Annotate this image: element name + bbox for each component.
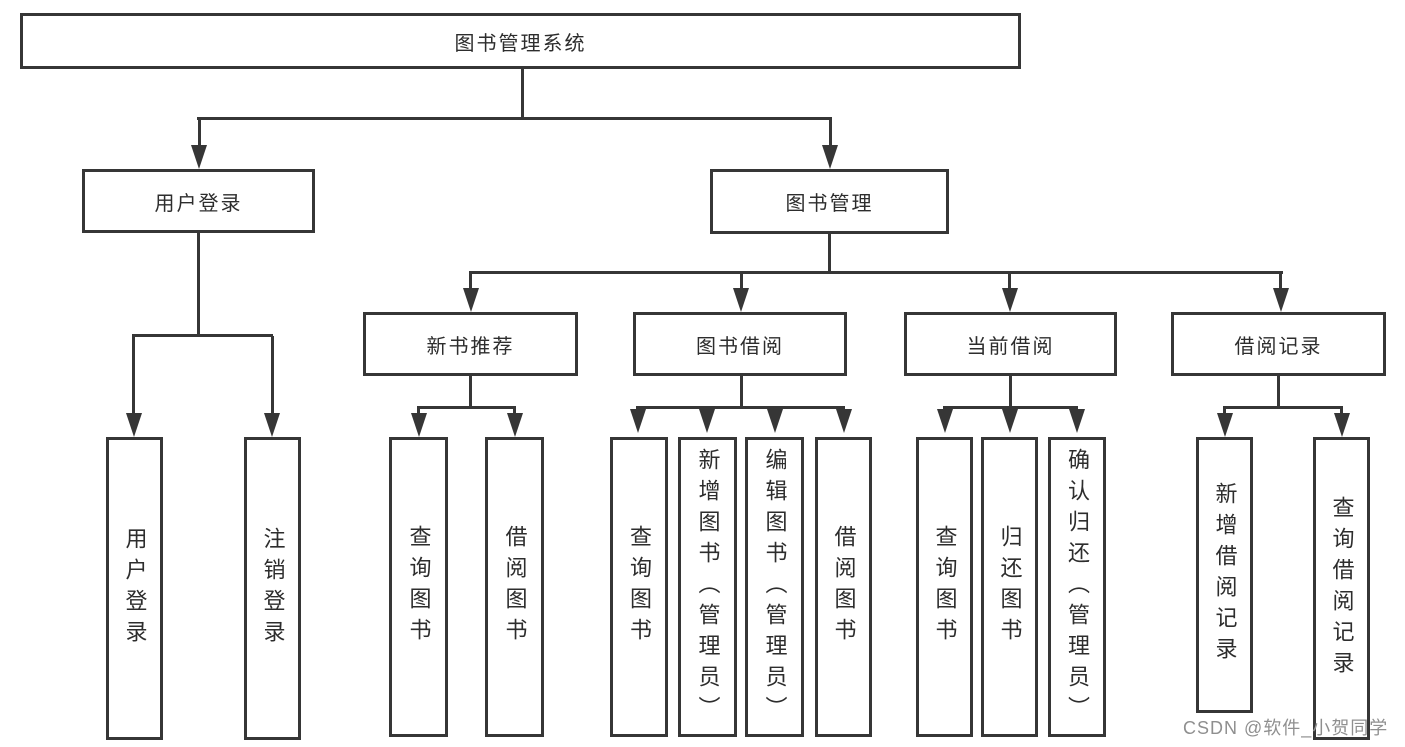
arrow-down-icon: [191, 145, 207, 169]
node-library-system: 图书管理系统: [20, 13, 1021, 69]
arrow-down-icon: [835, 409, 852, 433]
leaf-user-login: 用户登录: [106, 437, 163, 740]
leaf-query-books-current: 查询图书: [916, 437, 973, 737]
leaf-query-borrow-record: 查询借阅记录: [1313, 437, 1370, 740]
arrow-down-icon: [1272, 288, 1289, 312]
arrow-down-icon: [410, 413, 427, 437]
arrow-down-icon: [1216, 413, 1233, 437]
arrow-down-icon: [1333, 413, 1350, 437]
arrow-down-icon: [733, 288, 749, 312]
leaf-add-borrow-record: 新增借阅记录: [1196, 437, 1253, 713]
arrow-down-icon: [1001, 409, 1018, 433]
node-current-borrowing: 当前借阅: [904, 312, 1117, 376]
connector-line: [1008, 376, 1012, 407]
connector-line: [468, 271, 1283, 274]
connector-line: [1223, 408, 1226, 414]
connector-line: [828, 119, 832, 146]
node-book-borrowing: 图书借阅: [633, 312, 847, 376]
connector-line: [1008, 273, 1011, 290]
leaf-borrow-books-recommend: 借阅图书: [485, 437, 544, 737]
connector-line: [739, 376, 743, 407]
leaf-return-books: 归还图书: [981, 437, 1038, 737]
connector-line: [469, 376, 472, 407]
arrow-down-icon: [630, 409, 646, 433]
connector-line: [417, 408, 420, 414]
connector-line: [1277, 376, 1280, 407]
node-new-book-recommend: 新书推荐: [363, 312, 578, 376]
connector-line: [197, 117, 832, 120]
connector-line: [828, 234, 831, 272]
connector-line: [1279, 273, 1282, 290]
arrow-down-icon: [264, 413, 280, 437]
connector-line: [197, 233, 200, 336]
node-book-management: 图书管理: [710, 169, 949, 234]
connector-line: [739, 273, 743, 290]
connector-line: [1340, 408, 1343, 414]
arrow-down-icon: [1069, 409, 1085, 433]
arrow-down-icon: [462, 288, 479, 312]
connector-line: [943, 406, 1078, 409]
leaf-edit-book-admin: 编辑图书（管理员）: [745, 437, 804, 737]
arrow-down-icon: [125, 413, 142, 437]
leaf-confirm-return-admin: 确认归还（管理员）: [1048, 437, 1106, 737]
watermark: CSDN @软件_小贺同学: [1183, 718, 1389, 738]
connector-line: [1223, 406, 1343, 409]
leaf-logout: 注销登录: [244, 437, 301, 740]
arrow-down-icon: [822, 145, 838, 169]
leaf-borrow-books: 借阅图书: [815, 437, 872, 737]
arrow-down-icon: [1001, 288, 1018, 312]
connector-line: [636, 406, 845, 409]
connector-line: [469, 273, 472, 290]
connector-line: [132, 334, 273, 337]
connector-line: [521, 69, 524, 118]
leaf-add-book-admin: 新增图书（管理员）: [678, 437, 737, 737]
connector-line: [513, 408, 516, 414]
leaf-query-books-recommend: 查询图书: [389, 437, 448, 737]
arrow-down-icon: [698, 409, 715, 433]
node-borrow-records: 借阅记录: [1171, 312, 1386, 376]
node-user-login: 用户登录: [82, 169, 315, 233]
arrow-down-icon: [766, 409, 783, 433]
connector-line: [417, 406, 516, 409]
arrow-down-icon: [936, 409, 953, 433]
connector-line: [270, 336, 274, 414]
connector-line: [132, 336, 135, 414]
leaf-query-books-borrow: 查询图书: [610, 437, 668, 737]
arrow-down-icon: [506, 413, 523, 437]
connector-line: [197, 119, 201, 146]
